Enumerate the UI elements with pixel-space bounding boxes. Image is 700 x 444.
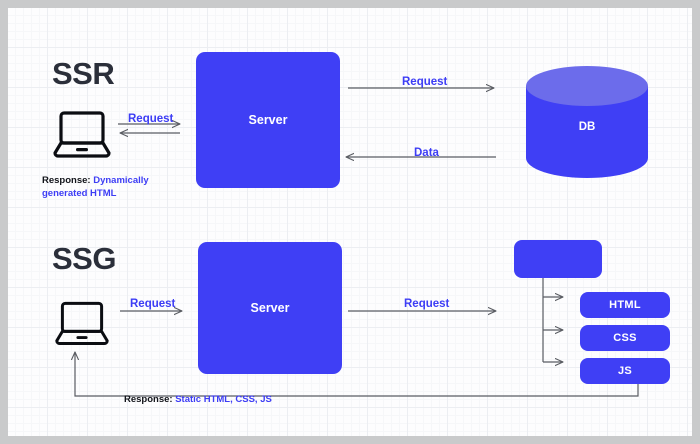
ssr-server-box[interactable]: Server bbox=[196, 52, 340, 188]
laptop-icon bbox=[55, 301, 109, 346]
laptop-icon bbox=[53, 111, 111, 158]
label-ssr-db-data: Data bbox=[414, 147, 439, 159]
asset-label-html: HTML bbox=[609, 299, 641, 311]
connector-layer bbox=[8, 8, 639, 397]
label-ssg-request: Request bbox=[130, 298, 176, 310]
asset-label-js: JS bbox=[617, 365, 633, 377]
ssr-server-label: Server bbox=[248, 113, 288, 127]
ssr-response-prefix: Response: bbox=[42, 175, 91, 186]
diagram-sheet: DB SSR Request Response: Dynamically gen… bbox=[8, 8, 692, 436]
asset-label-css: CSS bbox=[613, 332, 637, 344]
asset-box-js[interactable]: JS bbox=[580, 358, 670, 384]
section-title-ssr: SSR bbox=[52, 56, 115, 91]
ssg-server-label: Server bbox=[250, 301, 290, 315]
database-label: DB bbox=[578, 121, 596, 133]
database-cylinder bbox=[526, 66, 648, 178]
ssg-static-output-box[interactable] bbox=[514, 240, 602, 278]
asset-box-css[interactable]: CSS bbox=[580, 325, 670, 351]
ssr-response-caption: Response: Dynamically generated HTML bbox=[42, 175, 172, 201]
section-title-ssg: SSG bbox=[52, 241, 116, 276]
ssg-server-box[interactable]: Server bbox=[198, 242, 342, 374]
ssg-response-prefix: Response: bbox=[124, 394, 173, 405]
label-ssg-server-request: Request bbox=[404, 298, 450, 310]
ssr-response-value: Dynamically generated HTML bbox=[42, 175, 149, 199]
asset-box-html[interactable]: HTML bbox=[580, 292, 670, 318]
label-ssr-db-request: Request bbox=[402, 76, 448, 88]
arrow-ssg-response-path bbox=[75, 352, 639, 397]
ssg-response-value: Static HTML, CSS, JS bbox=[175, 394, 272, 405]
label-ssr-request: Request bbox=[128, 113, 174, 125]
ssg-response-caption: Response: Static HTML, CSS, JS bbox=[124, 394, 272, 407]
